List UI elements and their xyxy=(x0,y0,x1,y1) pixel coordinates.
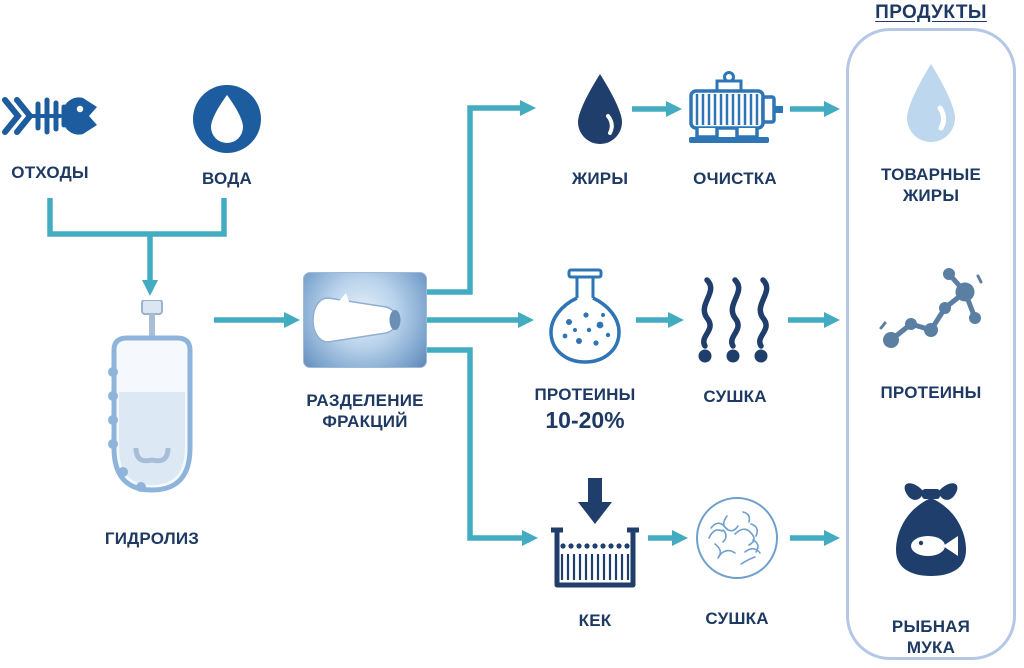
fats-label: ЖИРЫ xyxy=(571,169,629,188)
drying-cake-label: СУШКА xyxy=(705,609,769,628)
fraction-separator-icon xyxy=(303,272,427,368)
node-purification: ОЧИСТКА xyxy=(675,70,795,189)
node-cake: КЕК xyxy=(535,478,655,631)
node-fish-meal: РЫБНАЯ МУКА xyxy=(871,474,991,659)
fish-meal-label: РЫБНАЯ МУКА xyxy=(891,617,971,658)
node-commercial-fats: ТОВАРНЫЕ ЖИРЫ xyxy=(871,62,991,207)
node-waste: ОТХОДЫ xyxy=(0,90,100,183)
light-drop-icon xyxy=(907,64,955,142)
water-label: ВОДА xyxy=(201,169,253,188)
fish-skeleton-icon xyxy=(2,97,97,135)
steam-lines-icon xyxy=(698,277,770,363)
node-proteins: ПРОТЕИНЫ 10-20% xyxy=(525,268,645,434)
node-separation: РАЗДЕЛЕНИЕ ФРАКЦИЙ xyxy=(300,272,430,433)
separation-label: РАЗДЕЛЕНИЕ ФРАКЦИЙ xyxy=(306,391,424,432)
node-water: ВОДА xyxy=(182,84,272,189)
node-drying-fats: СУШКА xyxy=(680,276,790,407)
purification-label: ОЧИСТКА xyxy=(693,169,777,188)
fat-drop-icon xyxy=(578,74,622,144)
filter-press-icon xyxy=(551,478,639,588)
drying-fats-label: СУШКА xyxy=(703,387,767,406)
hydrolysis-label: ГИДРОЛИЗ xyxy=(104,529,200,548)
waste-label: ОТХОДЫ xyxy=(11,163,89,182)
electric-motor-icon xyxy=(689,71,783,143)
proteins-percentage: 10-20% xyxy=(545,407,625,434)
node-hydrolysis: ГИДРОЛИЗ xyxy=(92,300,212,549)
flask-with-bubbles-icon xyxy=(549,268,621,364)
proteins-label: ПРОТЕИНЫ xyxy=(534,385,636,404)
commercial-fats-label: ТОВАРНЫЕ ЖИРЫ xyxy=(880,165,982,206)
fish-meal-bag-icon xyxy=(896,483,966,576)
proteins-product-label: ПРОТЕИНЫ xyxy=(880,383,982,402)
protein-molecule-icon xyxy=(879,268,983,348)
water-drop-circle-icon xyxy=(193,85,261,153)
cake-label: КЕК xyxy=(578,611,612,630)
node-fats: ЖИРЫ xyxy=(540,72,660,189)
granule-ball-icon xyxy=(696,497,778,579)
node-proteins-product: ПРОТЕИНЫ xyxy=(871,262,991,403)
products-panel-title: ПРОДУКТЫ xyxy=(875,2,987,23)
stirred-reactor-icon xyxy=(108,300,193,493)
node-drying-cake: СУШКА xyxy=(682,494,792,629)
